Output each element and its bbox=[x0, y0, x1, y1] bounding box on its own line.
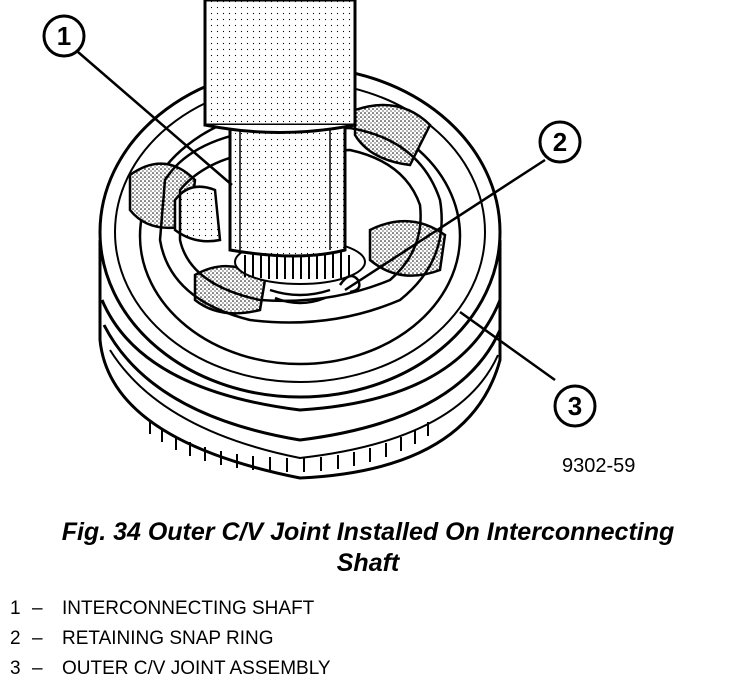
cv-joint-teeth bbox=[149, 420, 429, 472]
legend-number: 2 bbox=[10, 628, 21, 649]
callout-circle-2 bbox=[538, 120, 582, 164]
callout-circle-1 bbox=[42, 14, 86, 58]
legend-dash: – bbox=[32, 598, 43, 619]
legend-dash: – bbox=[32, 658, 43, 679]
callout-label-1: 1 bbox=[57, 21, 71, 51]
interconnecting-shaft bbox=[203, 0, 357, 258]
figure-id: 9302-59 bbox=[562, 455, 636, 477]
legend-number: 3 bbox=[10, 658, 21, 679]
legend-item: 2–RETAINING SNAP RING bbox=[10, 624, 331, 654]
figure-caption: Fig. 34 Outer C/V Joint Installed On Int… bbox=[0, 517, 736, 579]
cv-joint-balls bbox=[128, 103, 447, 315]
legend-number: 1 bbox=[10, 598, 21, 619]
callout-label-3: 3 bbox=[568, 391, 582, 421]
callout-label-2: 2 bbox=[553, 127, 567, 157]
legend-text: INTERCONNECTING SHAFT bbox=[62, 598, 315, 619]
caption-line-2: Shaft bbox=[336, 549, 400, 577]
legend-text: OUTER C/V JOINT ASSEMBLY bbox=[62, 658, 331, 679]
cv-joint-illustration: 1 2 3 bbox=[42, 0, 597, 480]
callout-circle-3 bbox=[553, 384, 597, 428]
legend-text: RETAINING SNAP RING bbox=[62, 628, 274, 649]
caption-line-1: Fig. 34 Outer C/V Joint Installed On Int… bbox=[61, 518, 675, 546]
callout-leaders bbox=[77, 51, 556, 382]
legend-item: 3–OUTER C/V JOINT ASSEMBLY bbox=[10, 654, 331, 684]
legend-dash: – bbox=[32, 628, 43, 649]
legend: 1–INTERCONNECTING SHAFT 2–RETAINING SNAP… bbox=[10, 594, 331, 684]
legend-item: 1–INTERCONNECTING SHAFT bbox=[10, 594, 331, 624]
retaining-snap-ring bbox=[269, 274, 361, 305]
